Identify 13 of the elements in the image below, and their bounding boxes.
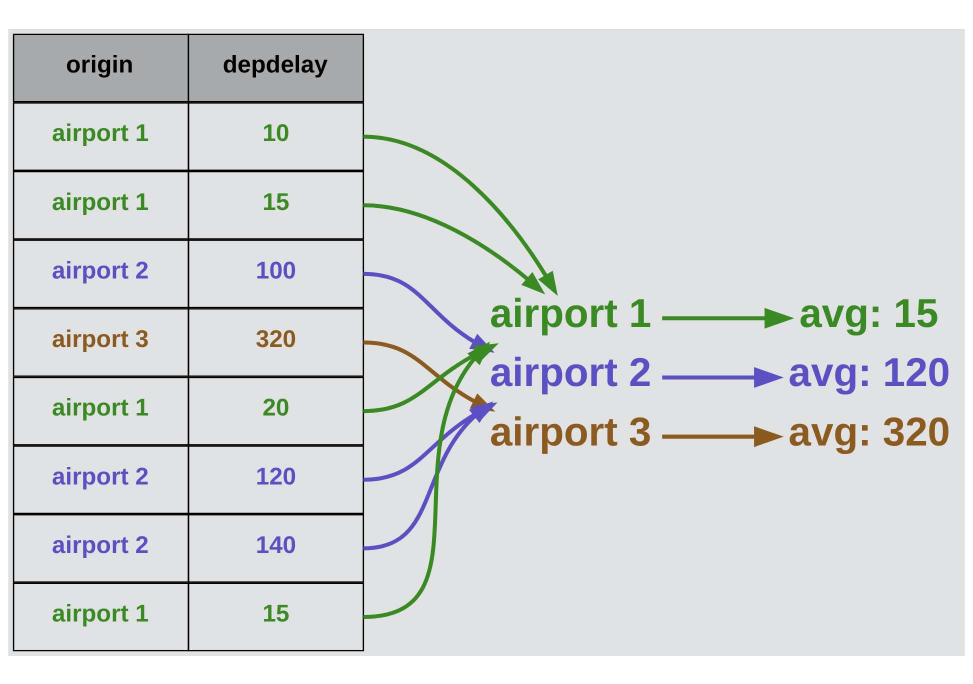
arrow — [662, 307, 794, 328]
node-text: avg: 15 — [799, 290, 938, 336]
arrow — [363, 134, 558, 296]
arrow — [363, 400, 494, 550]
node-text: avg: 120 — [788, 348, 950, 395]
arrow — [363, 202, 546, 294]
node-text: airport 3 — [490, 408, 652, 454]
arrow — [662, 426, 784, 447]
node-text: airport 1 — [490, 290, 652, 336]
node-text: airport 2 — [490, 348, 652, 395]
node-text: avg: 320 — [788, 408, 950, 454]
arrow — [363, 341, 490, 618]
arrow — [662, 366, 784, 388]
